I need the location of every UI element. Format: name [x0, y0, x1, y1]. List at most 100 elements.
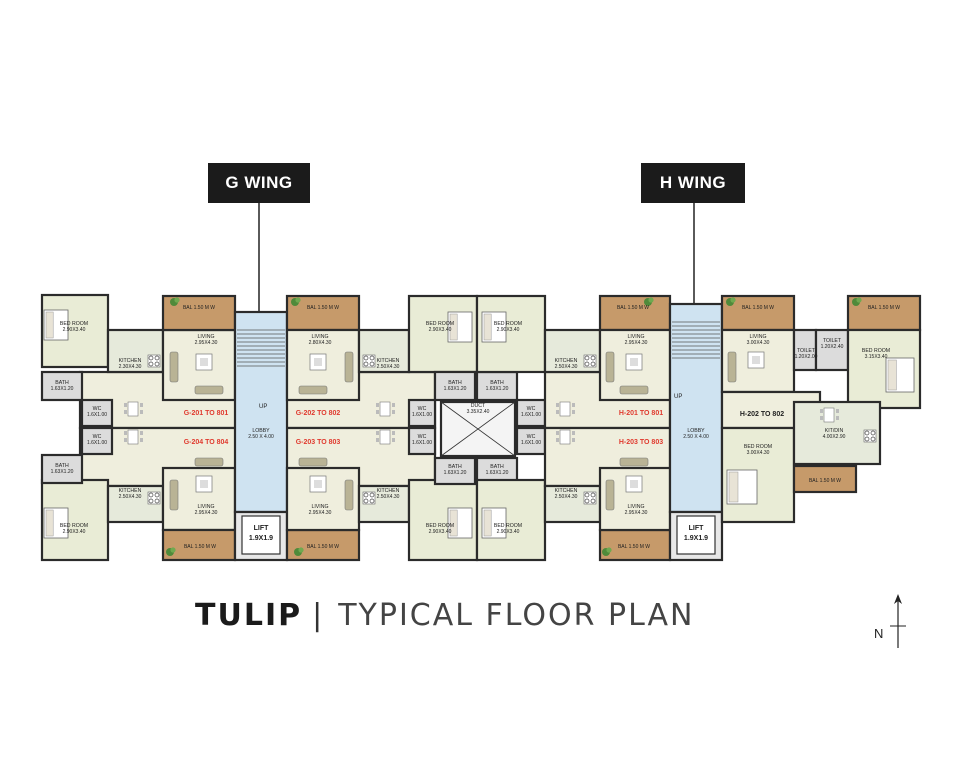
burner-icon [363, 361, 369, 367]
plan-title: TULIP|TYPICAL FLOOR PLAN [195, 598, 694, 633]
g-wc-l2 [80, 426, 114, 456]
g-bedroom-tr-label-name: BED ROOM [426, 321, 454, 327]
burner-icon [584, 492, 590, 498]
h-kitchen-bl-label-size: 2.50X4.30 [555, 494, 578, 500]
chair-icon [556, 410, 559, 414]
g-unit-201-label: G-201 TO 801 [184, 410, 229, 417]
g-kitchen-tl-label-name: KITCHEN [119, 358, 142, 364]
burner-icon [154, 498, 160, 504]
h-kitdin-label-size: 4.00X2.90 [823, 434, 846, 440]
sofa-icon [619, 457, 649, 467]
sofa-icon [169, 479, 179, 511]
g-bedroom-tl-label-name: BED ROOM [60, 321, 88, 327]
g-bedroom-br-label-name: BED ROOM [426, 523, 454, 529]
h-lift-label: LIFT [689, 525, 704, 532]
h-toilet-b-label-name: TOILET [823, 338, 842, 344]
g-lift-label: LIFT [254, 525, 269, 532]
g-balcony-tr-label: BAL 1.50 M W [307, 305, 339, 311]
h-bedroom-br-label-name: BED ROOM [744, 444, 772, 450]
h-unit-201-label: H-201 TO 801 [619, 410, 663, 417]
chair-icon [376, 438, 379, 442]
g-bath-bl-label-size: 1.63X1.20 [51, 469, 74, 475]
g-wc-l2-label-name: WC [93, 434, 102, 440]
g-unit-202-label: G-202 TO 802 [296, 410, 341, 417]
h-toilet-a-label-size: 1.20X2.00 [795, 354, 818, 360]
h-kitchen-tl-label-name: KITCHEN [555, 358, 578, 364]
h-up-label: UP [674, 394, 682, 400]
mid-bath-bl-label-size: 1.63X1.20 [444, 470, 467, 476]
g-lobby-label-name: LOBBY [252, 428, 270, 434]
chair-icon [376, 431, 379, 435]
chair-icon [140, 438, 143, 442]
g-wc-r1-label-size: 1.6X1.00 [412, 412, 432, 418]
h-wc-l2-label-size: 1.6X1.00 [521, 440, 541, 446]
lift-car-icon [676, 515, 716, 555]
chair-icon [392, 438, 395, 442]
chair-icon [836, 416, 839, 420]
burner-icon [584, 361, 590, 367]
h-kitchen-tl-label-size: 2.50X4.30 [555, 364, 578, 370]
g-bath-tl [40, 370, 84, 402]
h-bedroom-tl-label-name: BED ROOM [494, 321, 522, 327]
h-toilet-b-label-size: 1.20X2.40 [821, 344, 844, 350]
sofa-icon [169, 351, 179, 383]
g-bath-tl-label-name: BATH [55, 380, 69, 386]
burner-icon [154, 355, 160, 361]
g-living-br-label-name: LIVING [311, 504, 328, 510]
mid-bath-tl-label-size: 1.63X1.20 [444, 386, 467, 392]
plant-leaf-icon [606, 547, 612, 553]
g-lobby [233, 310, 289, 514]
g-wc-r1-label-name: WC [418, 406, 427, 412]
h-lift-size: 1.9X1.9 [684, 535, 708, 542]
sofa-icon [194, 457, 224, 467]
h-toilet-b [814, 328, 850, 372]
h-bedroom-br-label-size: 3.00X4.30 [747, 450, 770, 456]
g-kitchen-tl-label-size: 2.30X4.30 [119, 364, 142, 370]
g-balcony-bl-label: BAL 1.50 M W [184, 544, 216, 550]
chair-icon [392, 410, 395, 414]
dining-table-icon [127, 429, 139, 445]
chair-icon [572, 410, 575, 414]
chair-icon [140, 431, 143, 435]
pillow-icon [483, 313, 492, 341]
h-kitdin-label-name: KIT/DIN [825, 428, 844, 434]
h-living-tr-label-size: 3.00X4.30 [747, 340, 770, 346]
dining-table-icon [379, 401, 391, 417]
chair-icon [124, 438, 127, 442]
g-balcony-br-label: BAL 1.50 M W [307, 544, 339, 550]
g-unit-203-label: G-203 TO 803 [296, 439, 341, 446]
g-lift-size: 1.9X1.9 [249, 535, 273, 542]
table-top-icon [314, 358, 322, 366]
burner-icon [148, 492, 154, 498]
pillow-icon [483, 509, 492, 537]
chair-icon [392, 403, 395, 407]
burner-icon [870, 430, 876, 436]
g-lobby-label-size: 2.50 X 4.00 [248, 434, 274, 440]
g-wc-r2-label-size: 1.6X1.00 [412, 440, 432, 446]
h-wc-l2-label-name: WC [527, 434, 536, 440]
plan-subtitle: TYPICAL FLOOR PLAN [338, 598, 695, 633]
furniture-layer [43, 297, 915, 556]
sofa-icon [194, 385, 224, 395]
g-up-label: UP [259, 404, 267, 410]
pillow-icon [728, 471, 739, 503]
h-wc-l1-label-size: 1.6X1.00 [521, 412, 541, 418]
stove-icon [362, 354, 376, 368]
chair-icon [556, 403, 559, 407]
chair-icon [376, 403, 379, 407]
g-bedroom-br-label-size: 2.90X3.40 [429, 529, 452, 535]
mid-bath-tl [433, 370, 477, 402]
g-bath-tl-label-size: 1.63X1.20 [51, 386, 74, 392]
g-bedroom-bl-label-size: 2.90X3.40 [63, 529, 86, 535]
table-top-icon [314, 480, 322, 488]
g-balcony-tl-label: BAL 1.50 M W [183, 305, 215, 311]
chair-icon [556, 438, 559, 442]
plant-leaf-icon [170, 547, 176, 553]
stove-icon [583, 491, 597, 505]
table-top-icon [752, 356, 760, 364]
mid-bath-tr-label-size: 1.63X1.20 [486, 386, 509, 392]
h-bedroom-tl-label-size: 2.90X3.40 [497, 327, 520, 333]
h-toilet-a-label-name: TOILET [797, 348, 816, 354]
north-label: N [874, 626, 884, 641]
